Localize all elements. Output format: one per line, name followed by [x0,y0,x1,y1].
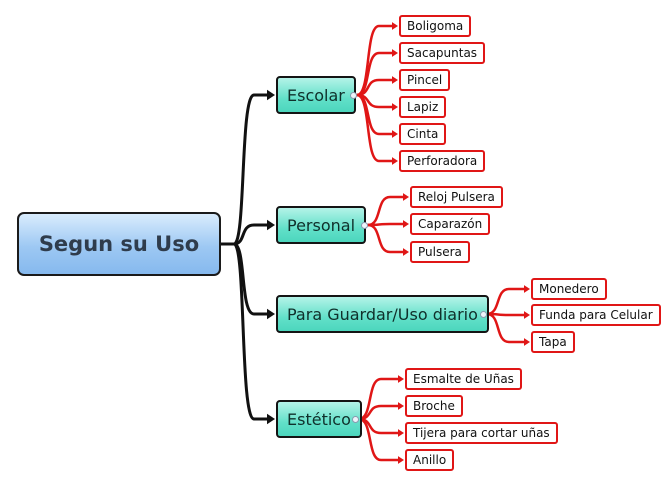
leaf-connector [357,417,401,462]
leaf-tijera[interactable]: Tijera para cortar uñas [405,422,558,444]
leaf-esmalte[interactable]: Esmalte de Uñas [405,368,522,390]
root-node[interactable]: Segun su Uso [17,212,221,276]
arrow-head-icon [392,157,398,165]
leaf-broche[interactable]: Broche [405,395,463,417]
leaf-connector [357,404,401,421]
arrow-head-icon [524,285,530,293]
main-connector [219,223,271,246]
main-connector [219,242,271,316]
arrow-head-icon [398,402,404,410]
leaf-reloj-pulsera[interactable]: Reloj Pulsera [410,186,503,208]
collapse-toggle-icon[interactable] [350,92,357,99]
category-personal[interactable]: Personal [276,206,367,244]
leaf-connector [357,377,401,421]
main-connector [219,93,271,246]
arrow-head-icon [398,456,404,464]
leaf-monedero[interactable]: Monedero [531,278,607,300]
arrow-head-icon [392,22,398,30]
leaf-connector [355,93,395,163]
arrow-head-icon [392,49,398,57]
category-estetico[interactable]: Estético [276,400,362,438]
leaf-connector [366,195,406,227]
arrow-head-icon [524,338,530,346]
category-para-guardar[interactable]: Para Guardar/Uso diario [276,295,489,333]
collapse-toggle-icon[interactable] [361,222,368,229]
leaf-caparazon[interactable]: Caparazón [410,213,491,235]
arrow-head-icon [403,193,409,201]
arrow-head-icon [403,220,409,228]
arrow-head-icon [267,89,275,101]
leaf-connector [485,312,527,344]
arrow-head-icon [524,311,530,319]
leaf-connector [366,223,406,254]
arrow-head-icon [392,130,398,138]
leaf-pulsera[interactable]: Pulsera [410,241,470,263]
leaf-connector [366,222,406,227]
category-escolar[interactable]: Escolar [276,76,356,114]
leaf-funda-celular[interactable]: Funda para Celular [531,304,661,326]
main-connector [219,242,271,421]
leaf-tapa[interactable]: Tapa [531,331,575,353]
arrow-head-icon [398,429,404,437]
collapse-toggle-icon[interactable] [480,311,487,318]
collapse-toggle-icon[interactable] [352,416,359,423]
leaf-connector [485,287,527,316]
leaf-anillo[interactable]: Anillo [405,449,455,471]
arrow-head-icon [392,103,398,111]
arrow-head-icon [392,76,398,84]
leaf-perforadora[interactable]: Perforadora [399,150,486,172]
leaf-boligoma[interactable]: Boligoma [399,15,472,37]
leaf-lapiz[interactable]: Lapiz [399,96,447,118]
leaf-cinta[interactable]: Cinta [399,123,447,145]
leaf-pincel[interactable]: Pincel [399,69,451,91]
leaf-sacapuntas[interactable]: Sacapuntas [399,42,486,64]
arrow-head-icon [398,375,404,383]
leaf-connector [355,24,395,97]
arrow-head-icon [403,248,409,256]
arrow-head-icon [267,413,275,425]
arrow-head-icon [267,308,275,320]
arrow-head-icon [267,219,275,231]
